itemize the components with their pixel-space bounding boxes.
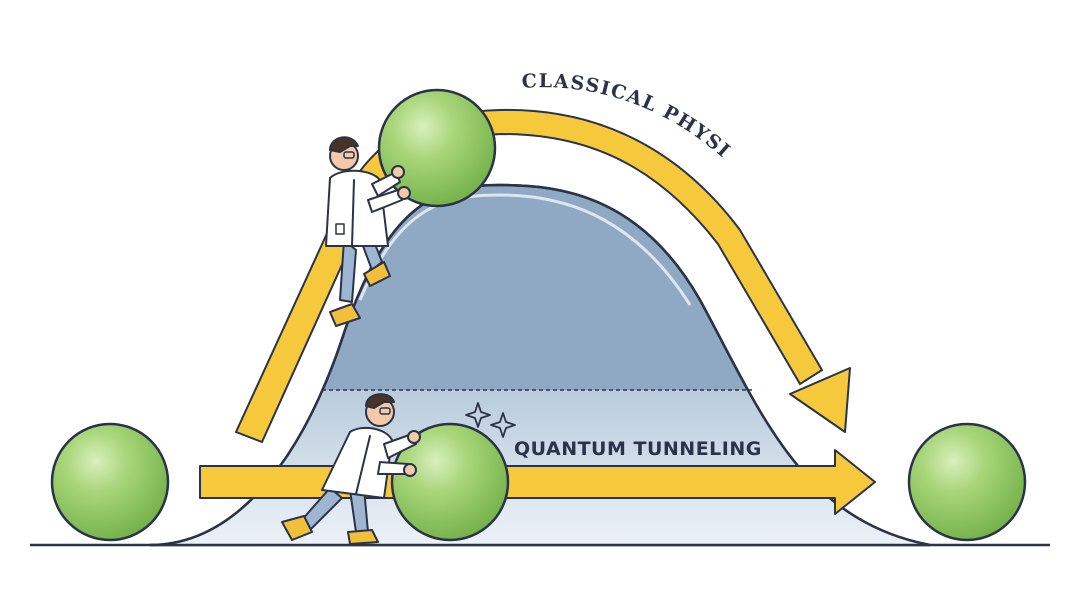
quantum-tunneling-label: QUANTUM TUNNELING bbox=[514, 438, 762, 460]
ball-left bbox=[50, 422, 170, 542]
sparkle-icon bbox=[465, 402, 516, 438]
ball-top bbox=[377, 88, 497, 208]
arrow-head-icon bbox=[789, 367, 851, 433]
scientist-climbing bbox=[325, 136, 411, 327]
scientist-pushing bbox=[281, 393, 421, 545]
ball-tunneling bbox=[390, 422, 510, 542]
ball-right bbox=[907, 422, 1027, 542]
